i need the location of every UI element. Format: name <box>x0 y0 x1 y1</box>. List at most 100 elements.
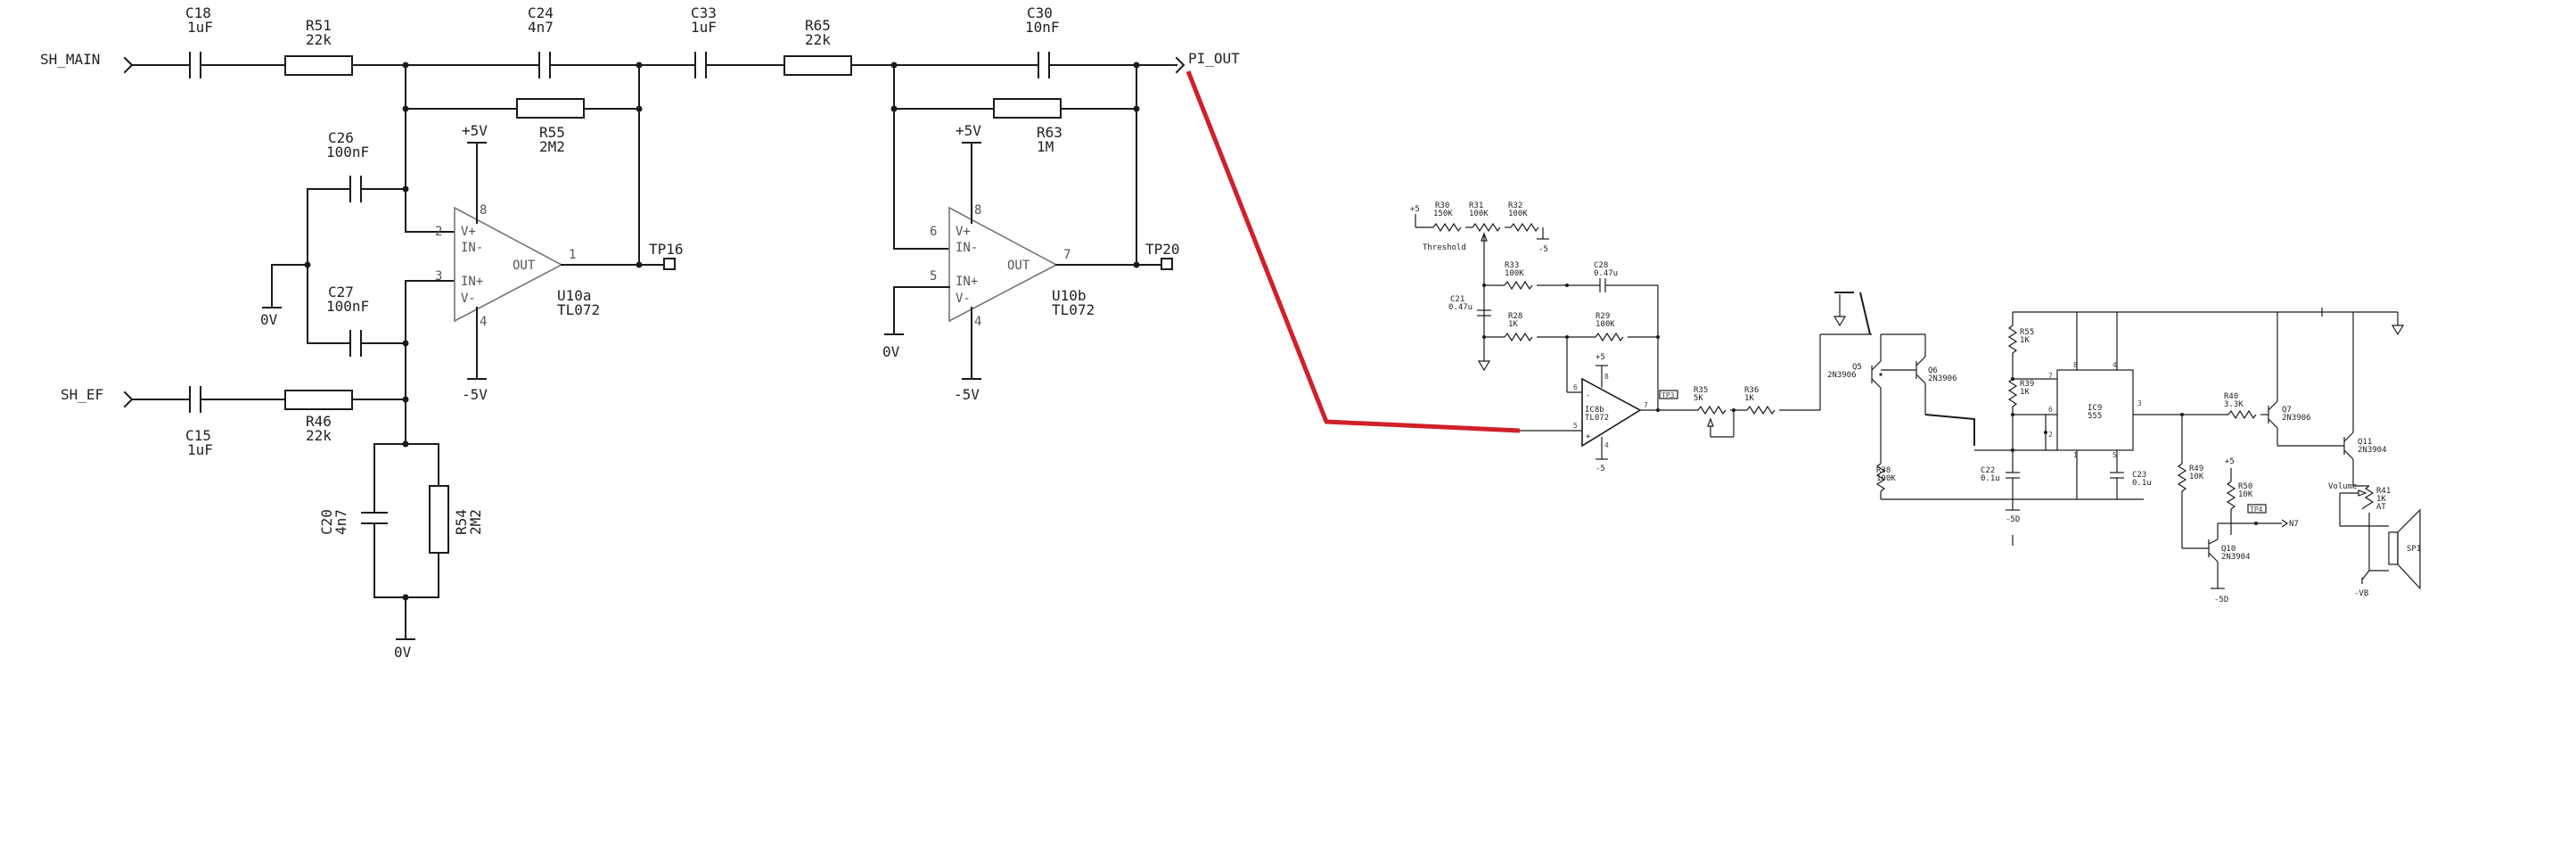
value-label: 10K <box>2238 490 2253 499</box>
value-label: 2M2 <box>467 509 484 535</box>
ref-label: IC8b <box>1585 406 1604 415</box>
part-label: 2N3906 <box>2282 414 2311 423</box>
ref-label: R46 <box>306 413 332 430</box>
ref-label: R54 <box>453 509 470 535</box>
pin-number: 5 <box>1573 422 1578 430</box>
ref-label: C33 <box>691 4 717 21</box>
pin-label: IN- <box>461 241 483 255</box>
driver-section: R35 5K R36 1K Q5 2N3906 <box>1694 292 2421 604</box>
testpoint-tp20 <box>1161 258 1173 270</box>
capacitor-c33: C33 1uF <box>691 4 717 78</box>
part-label: 555 <box>2088 412 2102 421</box>
net-label-plus5v: +5V <box>956 122 981 139</box>
pin-number: 6 <box>1573 383 1578 391</box>
junction <box>1133 261 1140 268</box>
value-label: 100nF <box>326 144 369 160</box>
net-label-plus5v: +5V <box>462 122 488 139</box>
ref-label: C28 <box>1594 261 1608 270</box>
resistor-r28 <box>1504 332 1533 342</box>
resistor-r54: R54 2M2 <box>429 485 484 554</box>
value-label: 22k <box>306 31 332 48</box>
ref-label: C27 <box>328 284 354 300</box>
value-label: 0.47u <box>1594 269 1618 278</box>
ref-label: R36 <box>1744 386 1759 395</box>
net-label-sh-main: SH_MAIN <box>40 51 100 68</box>
net-label-minus5: -5 <box>1538 245 1548 254</box>
tp-label: TP20 <box>1145 241 1180 258</box>
part-label: TL072 <box>557 301 600 318</box>
value-label: 0.1u <box>2132 479 2152 488</box>
transistor-q7: Q7 2N3906 <box>2268 400 2311 429</box>
net-label-plus5: +5 <box>1410 205 1420 214</box>
ref-label: U10a <box>557 287 592 304</box>
value-label: 1K <box>2376 495 2386 504</box>
pin-label: OUT <box>1007 259 1030 273</box>
ref-label: U10b <box>1052 287 1087 304</box>
net-label-minus-vb: -VB <box>2354 589 2368 598</box>
pin-number: 1 <box>569 248 576 262</box>
net-label-pi-out: PI_OUT <box>1188 50 1240 67</box>
tp-label: TP16 <box>649 241 684 258</box>
ref-label: R30 <box>1435 201 1449 210</box>
pin-label: - <box>1586 391 1590 400</box>
input-arrow-sh-ef <box>123 391 134 408</box>
value-label: 22k <box>805 31 831 48</box>
value-label: 1K <box>1508 320 1518 329</box>
value-label: 2M2 <box>539 138 565 155</box>
pin-number: 7 <box>1063 248 1071 262</box>
ref-label: C18 <box>185 4 211 21</box>
part-label: 2N3906 <box>1827 371 1857 380</box>
value-label: 100K <box>1469 210 1489 218</box>
resistor-r30 <box>1432 222 1462 233</box>
arrow-n7 <box>2281 519 2289 528</box>
value-label: 100K <box>1508 210 1528 218</box>
resistor-r31 <box>1472 222 1501 233</box>
capacitor-c20: C20 4n7 <box>318 509 388 535</box>
testpoint-tp4 <box>2247 504 2267 514</box>
junction <box>636 261 643 268</box>
threshold-label: Threshold <box>1423 243 1466 252</box>
transistor-q5: Q5 2N3906 <box>1827 360 1883 389</box>
transistor-q11: Q11 2N3904 <box>2343 432 2387 460</box>
resistor-r41 <box>2361 485 2375 510</box>
ref-label: C23 <box>2132 471 2146 480</box>
pin-number: 8 <box>974 203 981 218</box>
part-label: 2N3904 <box>2221 553 2251 562</box>
wiper-arrow <box>1707 417 1714 427</box>
ref-label: R49 <box>2189 465 2203 473</box>
pin-number: 2 <box>2048 431 2053 439</box>
ref-label: R50 <box>2238 482 2252 491</box>
ref-label: R65 <box>805 17 831 34</box>
ref-label: R41 <box>2376 487 2391 496</box>
pin-number: 1 <box>2073 451 2078 459</box>
net-label-plus5: +5 <box>1596 353 1605 362</box>
resistor-r65: R65 22k <box>783 17 852 76</box>
capacitor-c18: C18 1uF <box>185 4 213 78</box>
value-label: 1uF <box>187 19 213 36</box>
volume-label: Volume <box>2328 482 2358 491</box>
junction <box>402 185 409 193</box>
pin-number: 4 <box>974 315 981 329</box>
net-label-minus5d: -5D <box>2006 515 2020 524</box>
value-label: 1K <box>2020 336 2030 345</box>
resistor-r33 <box>1504 280 1533 291</box>
capacitor-c26: C26 100nF <box>326 129 369 202</box>
ground-symbol <box>1477 360 1491 372</box>
resistor-r32 <box>1510 222 1539 233</box>
input-arrow-sh-main <box>123 56 134 74</box>
tag-label: AT <box>2376 503 2386 512</box>
resistor-r55-right <box>2007 325 2018 354</box>
pin-number: 5 <box>2112 451 2117 459</box>
pin-number: 2 <box>435 225 442 239</box>
part-label: TL072 <box>1585 414 1609 423</box>
net-label-sh-ef: SH_EF <box>61 386 103 403</box>
net-label-0v: 0V <box>882 343 900 360</box>
ref-label: Q11 <box>2358 438 2372 447</box>
pin-number: 8 <box>2073 361 2078 369</box>
transistor-q6: Q6 2N3906 <box>1916 356 1957 384</box>
value-label: 100K <box>1505 269 1524 278</box>
value-label: 0.1u <box>1981 474 2000 483</box>
net-label-0v: 0V <box>260 311 278 328</box>
pin-number: 7 <box>1644 401 1648 409</box>
